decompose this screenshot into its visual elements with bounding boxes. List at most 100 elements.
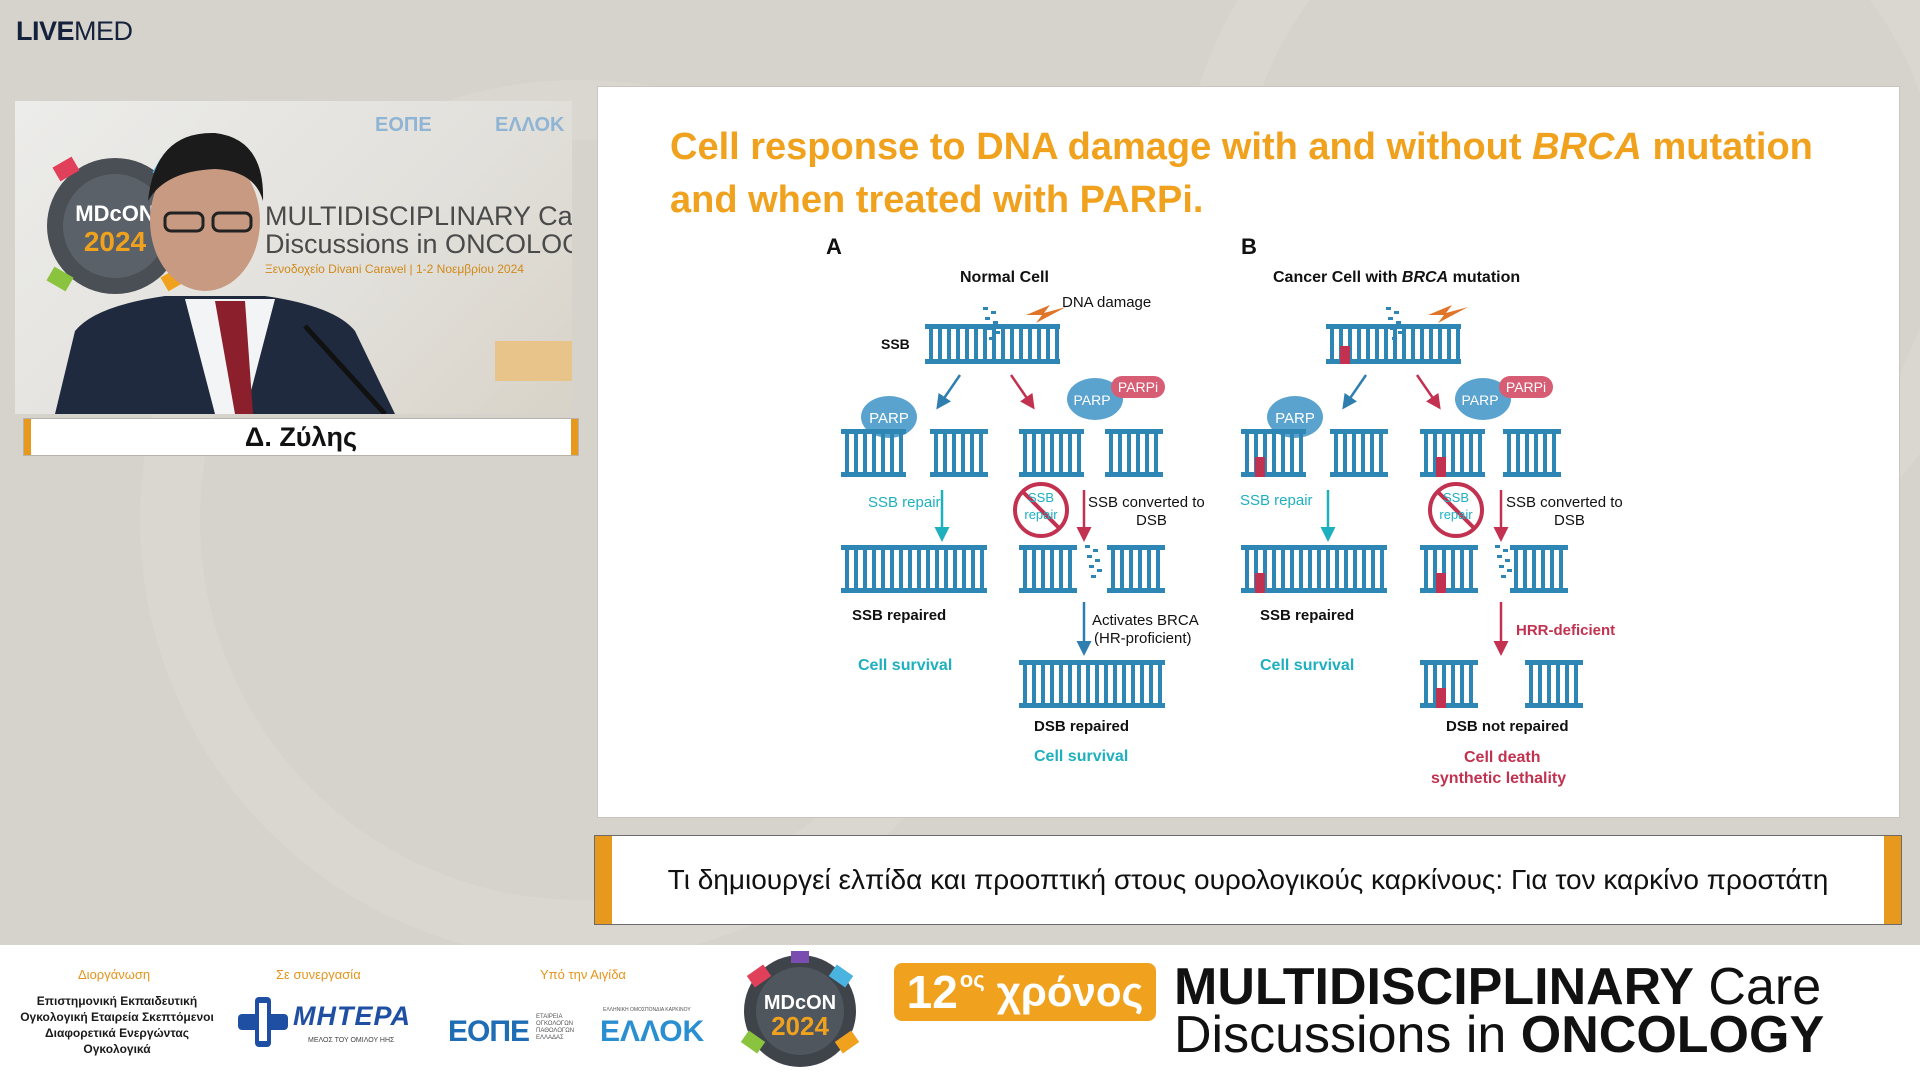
parp-label-a2: PARP — [1073, 392, 1110, 408]
dna-repaired-b-rung — [1299, 550, 1303, 588]
dna-dsb-b2-rung — [1532, 550, 1536, 588]
dna-dsb-fragments-a — [1095, 559, 1100, 562]
dna-trapped-b2-rung — [1543, 434, 1547, 472]
dna-unrepaired-b2-bottom-strand — [1525, 703, 1583, 708]
dna-top-a-rung — [938, 329, 942, 359]
ssb-label: SSB — [881, 336, 910, 352]
dna-unrepaired-b2-rung — [1538, 665, 1542, 703]
dna-dsb-fragments-a — [1091, 575, 1096, 578]
dna-dsb-repaired-a-bottom-strand — [1019, 703, 1165, 708]
eope-logo: ΕΟΠΕ — [448, 1015, 530, 1048]
dna-dsb-repaired-a-rung — [1059, 665, 1063, 703]
dna-dsb-a2-top-strand — [1107, 545, 1165, 550]
dna-nicked-a1-rung — [854, 434, 858, 472]
dna-dsb-fragments-b — [1497, 555, 1502, 558]
blocked-repair-label-a-line1: SSB — [1028, 490, 1054, 505]
dna-nicked-a1-rung — [899, 434, 903, 472]
dna-unrepaired-b2-rung — [1547, 665, 1551, 703]
dna-top-b-rung — [1384, 329, 1388, 359]
dna-nicked-a2-bottom-strand — [930, 472, 988, 477]
speaker-name-bar: Δ. Ζύλης — [24, 419, 578, 455]
dna-dsb-b2-top-strand — [1510, 545, 1568, 550]
svg-text:MDcON: MDcON — [764, 992, 836, 1014]
talk-caption-bar: Τι δημιουργεί ελπίδα και προοπτική στους… — [595, 836, 1901, 924]
mitera-cross-icon — [238, 997, 288, 1047]
dna-dsb-fragments-b — [1503, 549, 1508, 552]
dna-top-a-rung — [992, 329, 996, 359]
dna-unrepaired-b1-rung — [1469, 665, 1473, 703]
dna-repaired-b-rung — [1317, 550, 1321, 588]
dna-dsb-repaired-a-rung — [1077, 665, 1081, 703]
dna-nicked-b1-rung — [1272, 434, 1276, 472]
cell-death-label: Cell death — [1464, 749, 1540, 766]
dna-dsb-repaired-a-top-strand — [1019, 660, 1165, 665]
panel-a-heading: Normal Cell — [960, 269, 1049, 286]
dna-top-a-rung — [956, 329, 960, 359]
dna-dsb-repaired-a-rung — [1122, 665, 1126, 703]
dna-repaired-a-rung — [863, 550, 867, 588]
dna-top-a-top-strand — [925, 324, 1060, 329]
dna-top-a-rung — [1001, 329, 1005, 359]
dna-repaired-b-rung — [1308, 550, 1312, 588]
blocked-repair-icon-b — [1428, 482, 1484, 538]
backdrop-ellok: ΕΛΛΟΚ — [495, 114, 565, 136]
dna-fragments-a — [987, 327, 992, 330]
dna-trapped-b1-rung — [1460, 434, 1464, 472]
dna-nicked-a1-rung — [872, 434, 876, 472]
dna-dsb-fragments-a — [1097, 569, 1102, 572]
dna-repaired-a-rung — [980, 550, 984, 588]
panel-b-heading: Cancer Cell with BRCA mutation — [1273, 269, 1520, 286]
svg-text:MDcON: MDcON — [75, 201, 154, 226]
dna-dsb-repaired-a-rung — [1050, 665, 1054, 703]
dna-fragments-a — [989, 337, 994, 340]
hr-proficient-label: (HR-proficient) — [1094, 630, 1192, 647]
dna-dsb-fragments-b — [1507, 569, 1512, 572]
talk-caption: Τι δημιουργεί ελπίδα και προοπτική στους… — [667, 864, 1829, 895]
dna-dsb-fragments-b — [1495, 545, 1500, 548]
dna-dsb-b1-top-strand — [1420, 545, 1478, 550]
parp-blob-a2 — [1067, 378, 1123, 420]
dna-top-b-top-strand — [1326, 324, 1461, 329]
dna-dsb-b1-bottom-strand — [1420, 588, 1478, 593]
dna-trapped-a1-rung — [1059, 434, 1063, 472]
dna-dsb-a2-rung — [1147, 550, 1151, 588]
dna-trapped-a2-bottom-strand — [1105, 472, 1163, 477]
dna-dsb-repaired-a-rung — [1032, 665, 1036, 703]
dna-fragments-b — [1386, 307, 1391, 310]
dna-fragments-a — [983, 307, 988, 310]
dna-trapped-b1-bottom-strand — [1420, 472, 1485, 477]
dna-trapped-a2-rung — [1118, 434, 1122, 472]
dna-trapped-a1-rung — [1023, 434, 1027, 472]
dna-nicked-b2-rung — [1370, 434, 1374, 472]
dna-trapped-a1-bottom-strand — [1019, 472, 1084, 477]
dna-trapped-b1-rung — [1478, 434, 1482, 472]
cell-survival-label-a2: Cell survival — [1034, 748, 1128, 765]
dna-repaired-b-top-strand — [1241, 545, 1387, 550]
dna-unrepaired-b1-rung — [1433, 665, 1437, 703]
dna-top-b-rung — [1330, 329, 1334, 359]
blocked-repair-icon-a — [1013, 482, 1069, 538]
dna-top-a-rung — [974, 329, 978, 359]
mitera-logo: ΜΗΤΕΡΑ ΜΕΛΟΣ ΤΟΥ ΟΜΙΛΟΥ ΗΗΣ — [238, 995, 410, 1055]
parpi-label-b: PARPi — [1506, 379, 1546, 395]
converted-label-a1: SSB converted to — [1088, 494, 1205, 511]
dna-unrepaired-b2-rung — [1529, 665, 1533, 703]
dna-trapped-b1-rung — [1442, 434, 1446, 472]
dna-unrepaired-b1-rung — [1424, 665, 1428, 703]
dna-nicked-b1-top-strand — [1241, 429, 1306, 434]
backdrop-accent — [495, 341, 572, 381]
dna-fragments-b — [1396, 321, 1401, 324]
dsb-repaired-label: DSB repaired — [1034, 718, 1129, 735]
speaker-video: MDcON 2024 MULTIDISCIPLINARY Care Discus… — [15, 101, 572, 414]
arrow-down-right-a — [1009, 374, 1035, 410]
dna-trapped-a2-rung — [1145, 434, 1149, 472]
lightning-bolt-b — [1428, 305, 1468, 323]
dna-nicked-b1-rung — [1263, 434, 1267, 472]
dna-dsb-a1-rung — [1032, 550, 1036, 588]
dna-repaired-a-rung — [962, 550, 966, 588]
dna-dsb-a1-rung — [1050, 550, 1054, 588]
dna-repaired-b-rung — [1362, 550, 1366, 588]
dna-top-b-rung — [1411, 329, 1415, 359]
dna-top-a-rung — [1037, 329, 1041, 359]
dna-trapped-a2-rung — [1136, 434, 1140, 472]
